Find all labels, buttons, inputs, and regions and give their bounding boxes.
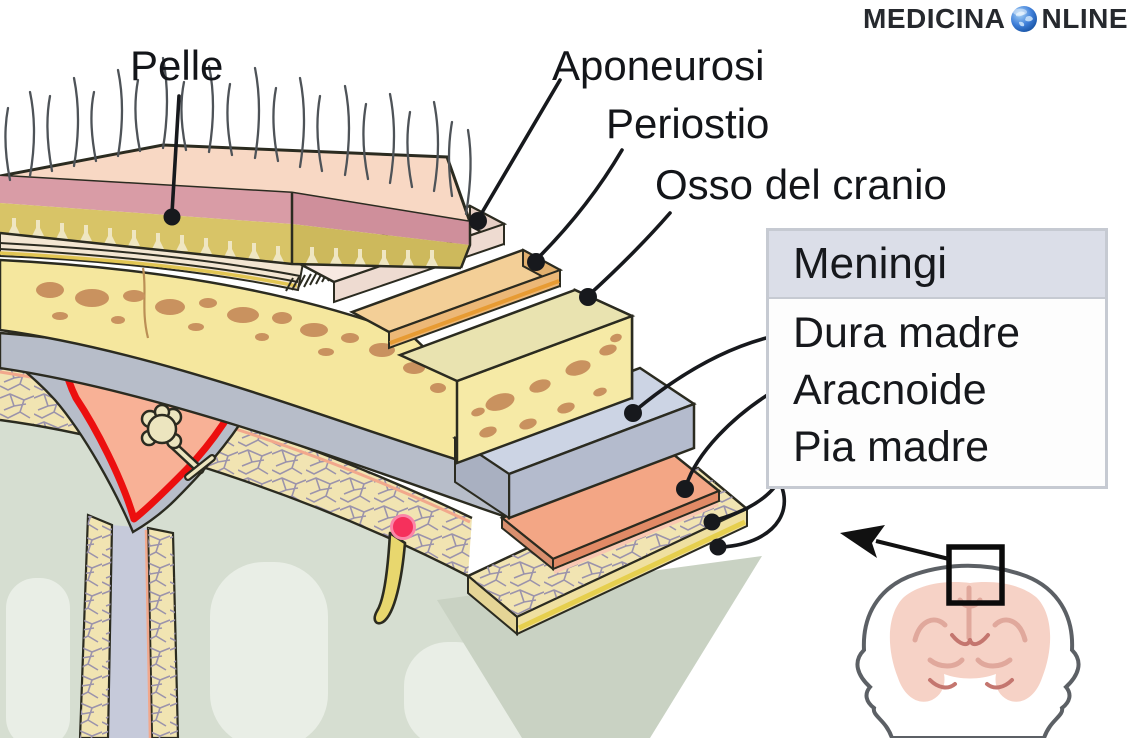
region-square-icon	[946, 544, 1005, 606]
label-periostio: Periostio	[606, 100, 770, 147]
label-aracnoide: Aracnoide	[793, 366, 987, 414]
hairs	[4, 56, 472, 216]
falx-cerebri	[78, 513, 180, 738]
label-pia-madre: Pia madre	[793, 423, 989, 471]
brand-text-right: NLINE	[1041, 3, 1128, 34]
skull-band	[0, 258, 460, 462]
meningi-items: Dura madre Aracnoide Pia madre	[769, 299, 1105, 486]
leader-lines	[170, 78, 790, 549]
sulcus	[373, 531, 407, 625]
label-osso-del-cranio: Osso del cranio	[655, 161, 947, 208]
meningi-legend-box: Meningi Dura madre Aracnoide Pia madre	[766, 228, 1108, 489]
bone-marrow-spots	[36, 282, 446, 393]
arrow-head	[840, 525, 885, 558]
galea-band	[0, 229, 336, 292]
globe-icon	[1010, 6, 1037, 32]
aracnoide-step	[499, 448, 722, 574]
leader-dots	[163, 208, 727, 556]
label-dura-madre: Dura madre	[793, 309, 1021, 357]
arachnoid-granulation	[140, 403, 216, 481]
brand-watermark: MEDICINA NLINE	[863, 3, 1128, 35]
meningi-title: Meningi	[769, 231, 1105, 299]
dura-madre-step	[452, 366, 697, 520]
arrow-icon	[875, 539, 950, 561]
skin-block	[0, 143, 473, 270]
label-aponeurosi: Aponeurosi	[552, 42, 765, 89]
brand-text-left: MEDICINA	[863, 3, 1006, 34]
skull-step	[396, 288, 636, 465]
head-inset	[840, 525, 1081, 738]
label-pelle: Pelle	[130, 42, 224, 89]
blood-vessel	[390, 514, 416, 540]
brain-ventricles	[928, 633, 1014, 690]
